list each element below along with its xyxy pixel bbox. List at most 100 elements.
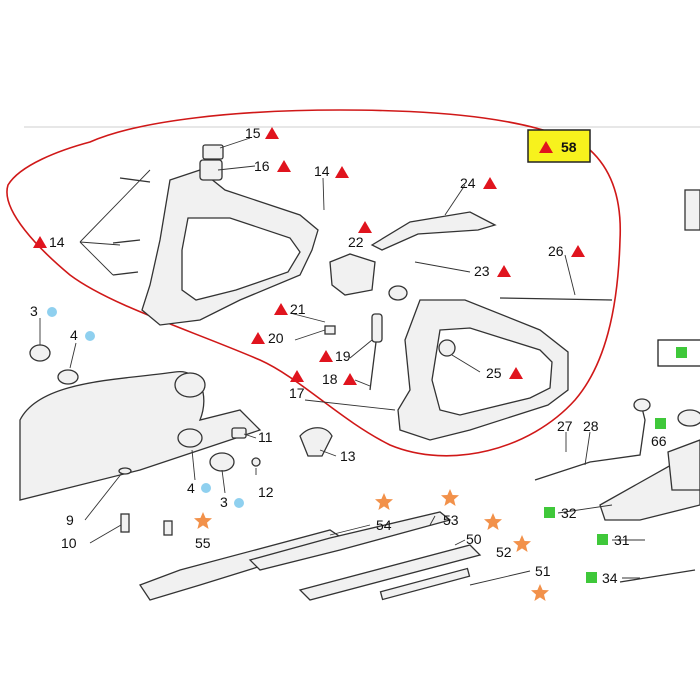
- red-triangle-icon: [265, 127, 279, 139]
- callout-53: 53: [441, 489, 459, 528]
- svg-text:21: 21: [290, 301, 306, 317]
- svg-text:53: 53: [443, 512, 459, 528]
- bracket-part-13: [299, 427, 333, 457]
- red-triangle-icon: [497, 265, 511, 277]
- callout-27: 27: [557, 418, 573, 434]
- part-4b-spring: [177, 428, 203, 448]
- callout-20: 20: [251, 330, 284, 346]
- callout-28: 28: [583, 418, 599, 434]
- callout-box-right-edge: [657, 339, 700, 367]
- green-square-icon: [597, 534, 608, 545]
- red-triangle-icon: [483, 177, 497, 189]
- upper-blade: [248, 511, 452, 571]
- shaft-part-34: [619, 569, 696, 583]
- blue-circle-icon: [234, 498, 244, 508]
- svg-text:10: 10: [61, 535, 77, 551]
- green-square-icon: [544, 507, 555, 518]
- callout-15: 15: [245, 125, 279, 141]
- callout-3: 3: [30, 303, 57, 319]
- callout-25: 25: [486, 365, 523, 381]
- svg-text:34: 34: [602, 570, 618, 586]
- svg-text:11: 11: [258, 429, 273, 445]
- callout-50: 50: [466, 531, 482, 547]
- screw-14: [112, 271, 139, 276]
- svg-text:18: 18: [322, 371, 338, 387]
- red-triangle-icon: [290, 370, 304, 382]
- svg-text:13: 13: [340, 448, 356, 464]
- knob-part-25: [438, 339, 456, 357]
- link-rod-18: [369, 341, 377, 391]
- highlight-box: [527, 129, 591, 163]
- callout-14: 14: [314, 163, 349, 179]
- callout-17: 17: [289, 370, 305, 401]
- green-square-icon: [676, 347, 687, 358]
- svg-text:12: 12: [258, 484, 274, 500]
- link-part-19: [371, 313, 383, 343]
- red-triangle-icon: [319, 350, 333, 362]
- part-4-spring: [57, 369, 79, 385]
- svg-text:3: 3: [30, 303, 38, 319]
- svg-text:51: 51: [535, 563, 551, 579]
- part-3-cap: [29, 344, 51, 362]
- red-triangle-icon: [358, 221, 372, 233]
- orange-star-icon: [531, 584, 549, 601]
- blue-circle-icon: [47, 307, 57, 317]
- red-triangle-icon: [274, 303, 288, 315]
- right-handle-opening: [431, 327, 553, 416]
- svg-text:50: 50: [466, 531, 482, 547]
- svg-text:25: 25: [486, 365, 502, 381]
- callout-26: 26: [548, 243, 585, 259]
- gear-cap-66: [677, 409, 700, 427]
- callout-9: 9: [66, 512, 74, 528]
- leader-lines: [39, 137, 645, 586]
- part-art: [19, 144, 700, 601]
- red-triangle-icon: [251, 332, 265, 344]
- clip-part-11: [231, 427, 247, 439]
- callout-31: 31: [597, 532, 630, 548]
- callout-19: 19: [319, 348, 351, 364]
- gear-part-top: [684, 189, 700, 231]
- callout-66: 66: [651, 418, 667, 449]
- spring-part-23: [388, 285, 408, 301]
- svg-text:22: 22: [348, 234, 364, 250]
- svg-text:16: 16: [254, 158, 270, 174]
- blue-circle-icon: [201, 483, 211, 493]
- screw-14: [112, 239, 141, 244]
- callout-16: 16: [254, 158, 291, 174]
- svg-text:20: 20: [268, 330, 284, 346]
- svg-text:24: 24: [460, 175, 476, 191]
- blade-guard: [298, 544, 482, 601]
- green-square-icon: [586, 572, 597, 583]
- callout-23: 23: [474, 263, 511, 279]
- gearbox-housing: [667, 439, 700, 491]
- svg-text:23: 23: [474, 263, 490, 279]
- orange-star-icon: [513, 535, 531, 552]
- red-triangle-icon: [571, 245, 585, 257]
- orange-star-icon: [441, 489, 459, 506]
- callout-21: 21: [274, 301, 306, 317]
- svg-text:31: 31: [614, 532, 630, 548]
- switch-part-15: [202, 144, 224, 160]
- callout-11: 11: [258, 429, 273, 445]
- svg-text:4: 4: [187, 480, 195, 496]
- housing-cap: [174, 372, 206, 398]
- svg-text:15: 15: [245, 125, 261, 141]
- red-triangle-icon: [343, 373, 357, 385]
- blue-circle-icon: [85, 331, 95, 341]
- svg-text:54: 54: [376, 517, 392, 533]
- motor-housing: [19, 371, 262, 501]
- svg-text:27: 27: [557, 418, 573, 434]
- callout-12: 12: [258, 484, 274, 500]
- tube-end: [633, 398, 651, 412]
- orange-star-icon: [375, 493, 393, 510]
- callout-4: 4: [187, 480, 211, 496]
- handle-tube: [534, 399, 646, 481]
- callout-22: 22: [348, 221, 372, 250]
- lever-part-24: [370, 211, 497, 251]
- blade-bar-51: [379, 567, 471, 601]
- bolt-part-10: [120, 513, 130, 533]
- callout-3: 3: [220, 494, 244, 510]
- svg-text:14: 14: [49, 234, 65, 250]
- callout-51: 51: [531, 563, 551, 601]
- svg-text:32: 32: [561, 505, 577, 521]
